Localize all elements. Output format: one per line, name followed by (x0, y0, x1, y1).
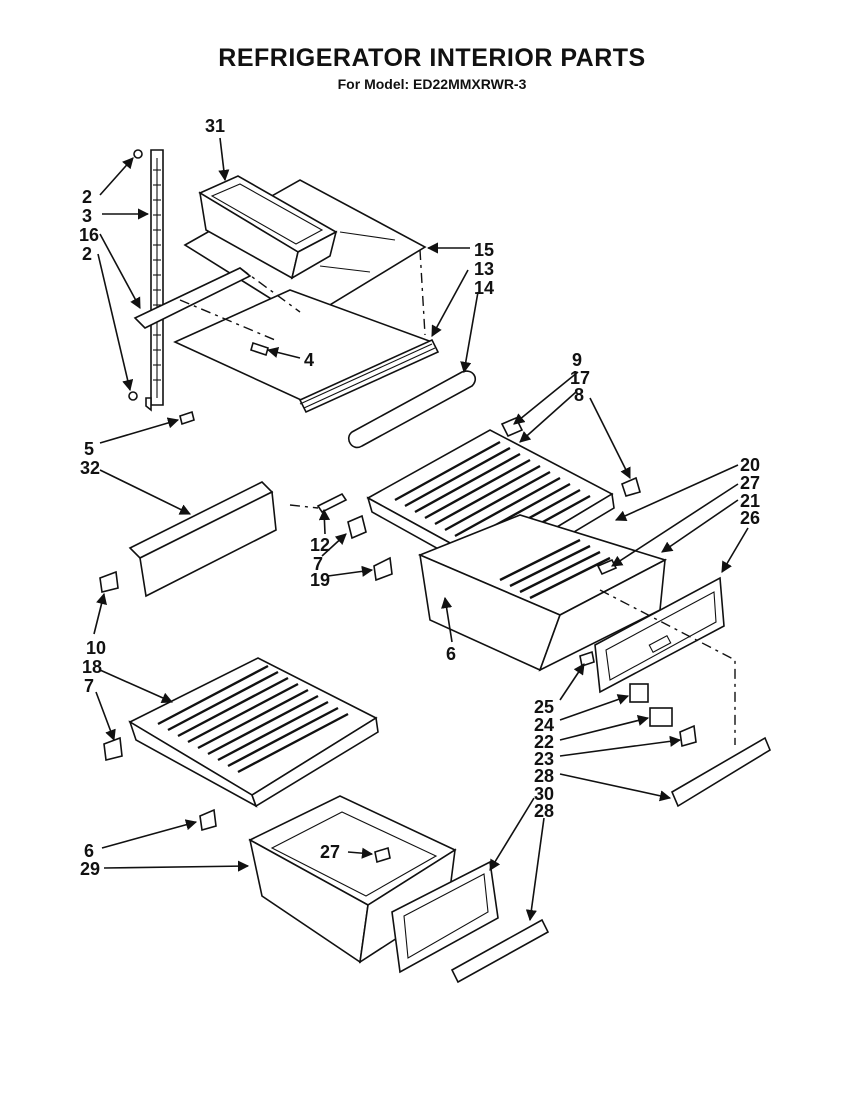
shelf-clip-8 (621, 476, 641, 497)
callout-5: 5 (84, 439, 94, 459)
callout-18: 18 (82, 657, 102, 677)
callout-24: 24 (534, 715, 554, 735)
wire-shelf-lower (128, 657, 379, 808)
callout-15: 15 (474, 240, 494, 260)
callout-2b: 2 (82, 244, 92, 264)
callout-31: 31 (205, 116, 225, 136)
callout-19: 19 (310, 570, 330, 590)
clip-6-lower (199, 808, 217, 832)
trim-28-bottom (450, 918, 550, 984)
utility-bin (198, 175, 338, 280)
callout-32: 32 (80, 458, 100, 478)
callout-7: 7 (313, 554, 323, 574)
part-24 (629, 683, 649, 703)
screw-top (133, 149, 143, 159)
callout-4: 4 (304, 350, 314, 370)
callout-29: 29 (80, 859, 100, 879)
model-subtitle: For Model: ED22MMXRWR-3 (337, 76, 527, 92)
callout-2a: 2 (82, 187, 92, 207)
callout-21: 21 (740, 491, 760, 511)
page-title: REFRIGERATOR INTERIOR PARTS (218, 44, 646, 72)
shelf-frame (133, 249, 440, 414)
callout-30: 30 (534, 784, 554, 804)
callout-28-lower: 28 (534, 801, 554, 821)
callout-26: 26 (740, 508, 760, 528)
callout-9: 9 (572, 350, 582, 370)
callout-27-lower: 27 (320, 842, 340, 862)
callout-16: 16 (79, 225, 99, 245)
callout-20: 20 (740, 455, 760, 475)
drawer-front-30 (391, 860, 499, 974)
callout-labels: 31 2 3 16 2 15 13 14 4 5 32 9 17 8 20 27… (79, 116, 760, 879)
callout-27: 27 (740, 473, 760, 493)
drawer-front-26 (594, 576, 725, 694)
clip-10 (99, 570, 119, 593)
callout-6-lower: 6 (84, 841, 94, 861)
screw-27-lower (374, 846, 391, 864)
shelf-clip-7 (347, 514, 367, 540)
pin-12 (316, 492, 348, 514)
callout-3: 3 (82, 206, 92, 226)
callout-6: 6 (446, 644, 456, 664)
support-19 (373, 556, 393, 582)
trim-32 (128, 481, 277, 598)
shelf-rail (145, 149, 164, 412)
callout-23: 23 (534, 749, 554, 769)
callout-10: 10 (86, 638, 106, 658)
callout-7-lower: 7 (84, 676, 94, 696)
callout-25: 25 (534, 697, 554, 717)
part-25 (579, 650, 595, 668)
part-23 (679, 724, 697, 748)
clip-7-lower (103, 736, 123, 761)
screw-bottom (128, 391, 138, 401)
shelf-pin (250, 341, 269, 357)
callout-8: 8 (574, 385, 584, 405)
screw-5 (179, 410, 195, 426)
callout-12: 12 (310, 535, 330, 555)
part-22 (649, 707, 673, 727)
callout-22: 22 (534, 732, 554, 752)
callout-28: 28 (534, 766, 554, 786)
leader-lines (93, 137, 749, 922)
callout-13: 13 (474, 259, 494, 279)
callout-17: 17 (570, 368, 590, 388)
callout-14: 14 (474, 278, 494, 298)
trim-28-right (670, 736, 772, 808)
